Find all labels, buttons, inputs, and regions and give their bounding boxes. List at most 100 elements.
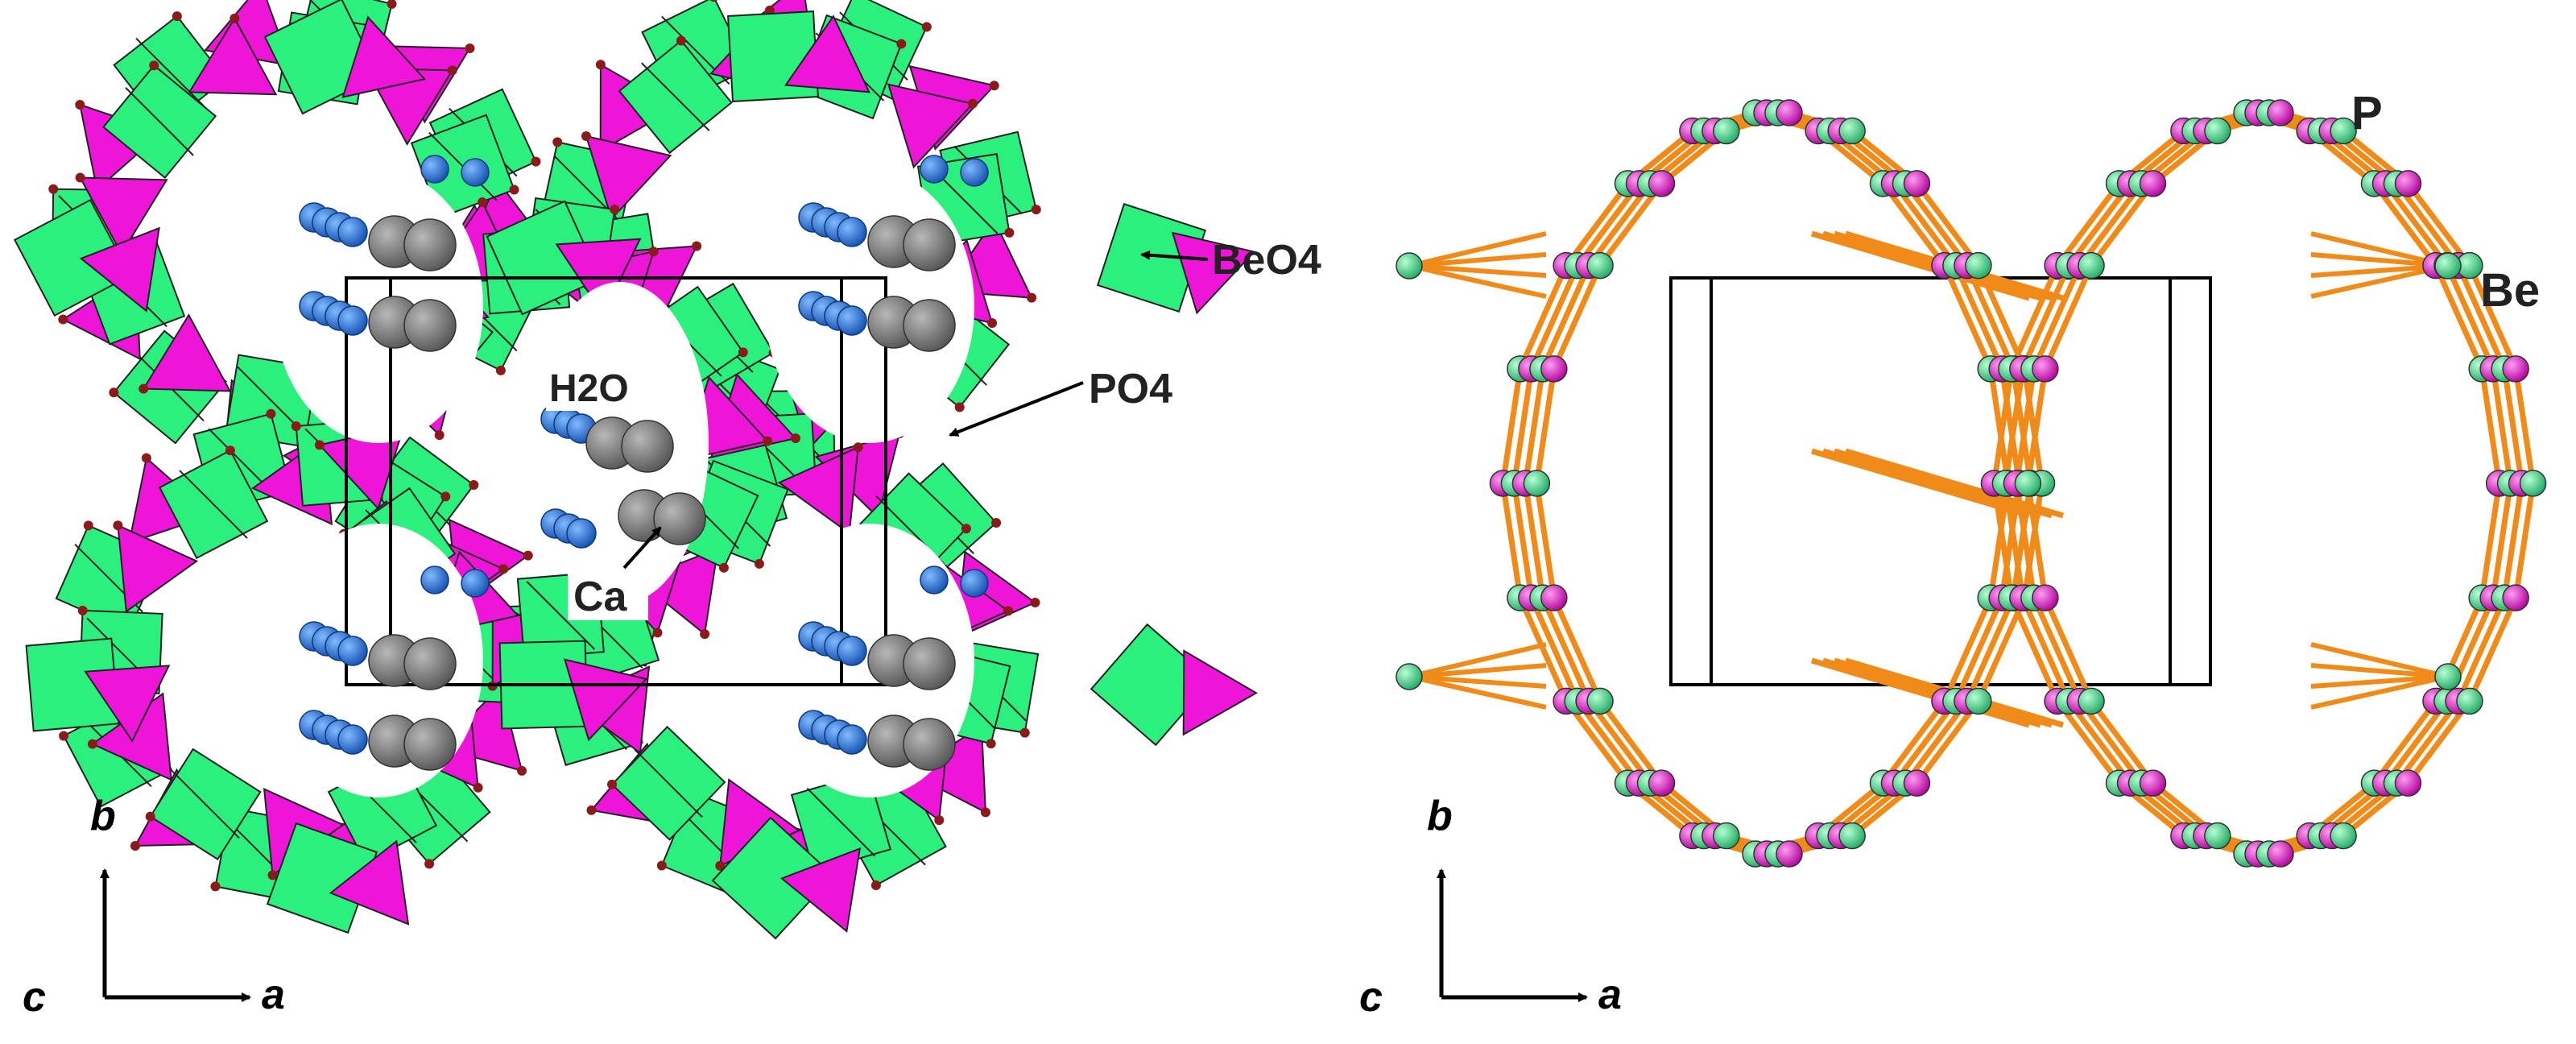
- tt-bond: [1914, 699, 1981, 785]
- tetrahedron-edge: [806, 787, 876, 857]
- axis-label-c: c: [23, 974, 46, 1021]
- tetrahedron-edge: [171, 769, 240, 839]
- tt-bond: [2008, 264, 2061, 371]
- oxygen-atom: [172, 11, 182, 22]
- tt-bond: [1845, 448, 2064, 519]
- framework-panel: P Be b a c: [1359, 87, 2547, 1021]
- p-atom: [1540, 355, 1568, 383]
- po4-tetrahedron: [84, 665, 171, 743]
- polyhedra-framework: [13, 0, 1259, 940]
- po4-tetrahedron: [1182, 649, 1259, 736]
- svg-text:Be: Be: [2480, 264, 2540, 317]
- water-molecule: [837, 636, 867, 666]
- be-atom: [1838, 822, 1866, 850]
- oxygen-atom: [495, 365, 506, 375]
- tt-bond: [2383, 181, 2450, 267]
- tt-bond: [2405, 699, 2472, 785]
- oxygen-atom: [610, 204, 620, 214]
- tt-bond: [2055, 181, 2122, 267]
- oxygen-atom: [763, 436, 773, 446]
- calcium-atom: [403, 637, 457, 690]
- calcium-atom: [903, 299, 956, 352]
- oxygen-atom: [424, 859, 435, 869]
- tt-bond: [1575, 181, 1642, 267]
- po4-label: PO4: [949, 366, 1172, 437]
- oxygen-atom: [718, 562, 729, 573]
- tt-bond: [1540, 264, 1592, 371]
- calcium-atom: [903, 637, 956, 690]
- oxygen-atom: [934, 815, 945, 826]
- be-atom: [1586, 687, 1614, 715]
- tt-bond: [1987, 368, 2012, 484]
- oxygen-atom: [434, 430, 444, 441]
- oxygen-atom: [59, 731, 69, 741]
- oxygen-atom: [314, 440, 325, 450]
- tt-bond: [2501, 368, 2525, 484]
- be-atom: [1965, 687, 1992, 715]
- oxygen-atom: [896, 39, 907, 49]
- tt-bond: [1511, 483, 1535, 599]
- tt-bond: [2310, 642, 2449, 679]
- oxygen-atom: [715, 860, 726, 871]
- p-atom: [1903, 769, 1931, 797]
- tt-bond: [1564, 181, 1631, 267]
- oxygen-atom: [870, 880, 881, 891]
- oxygen-atom: [141, 453, 151, 463]
- tt-bond: [2512, 483, 2537, 599]
- tt-bond: [2490, 483, 2514, 599]
- oxygen-atom: [1003, 606, 1014, 616]
- tt-bond: [1941, 264, 1994, 371]
- oxygen-atom: [1004, 227, 1015, 238]
- axis-label-b-right: b: [1427, 793, 1453, 839]
- tt-bond: [2383, 699, 2450, 785]
- be-atom: [1396, 252, 1423, 280]
- po4-tetrahedron: [887, 83, 974, 169]
- water-molecule: [337, 724, 368, 755]
- oxygen-atom: [509, 184, 519, 195]
- oxygen-atom: [586, 805, 597, 815]
- oxygen-atom: [229, 13, 240, 23]
- p-atom: [1776, 99, 1803, 126]
- tt-bond: [2310, 674, 2449, 689]
- oxygen-atom: [469, 479, 479, 490]
- oxygen-atom: [77, 605, 88, 615]
- oxygen-atom: [656, 860, 667, 871]
- tt-bond: [2020, 264, 2072, 371]
- tt-bond: [1517, 264, 1569, 371]
- oxygen-atom: [517, 765, 527, 776]
- oxygen-atom: [523, 550, 533, 561]
- po4-tetrahedron: [1171, 231, 1256, 315]
- p-atom: [1648, 170, 1676, 197]
- tt-bond: [1903, 699, 1970, 785]
- tt-bond: [2479, 483, 2503, 599]
- be-atom: [2519, 470, 2547, 497]
- tt-bond: [1511, 368, 1535, 484]
- svg-text:P: P: [2351, 87, 2383, 139]
- tt-bond: [1408, 642, 1547, 679]
- oxygen-atom: [581, 131, 591, 142]
- tt-bond: [2055, 699, 2122, 785]
- oxygen-atom: [210, 881, 221, 892]
- be-atom: [1838, 117, 1866, 145]
- p-atom: [1776, 840, 1803, 868]
- tt-bond: [1575, 699, 1642, 785]
- be-atom: [2014, 470, 2042, 497]
- tt-bond: [1533, 483, 1557, 599]
- p-atom: [2394, 769, 2422, 797]
- po4-tetrahedron: [117, 524, 199, 613]
- calcium-atom: [903, 218, 956, 271]
- po4-tetrahedron: [563, 658, 648, 742]
- oxygen-atom: [440, 491, 451, 502]
- tt-bond: [1999, 368, 2023, 484]
- oxygen-atom: [447, 65, 457, 76]
- tt-bond: [1499, 483, 1524, 599]
- t-t-bonds: [1408, 110, 2537, 857]
- p-atom: [2267, 840, 2294, 868]
- oxygen-atom: [1027, 292, 1037, 303]
- water-molecule: [337, 217, 368, 247]
- p-label: P: [2351, 87, 2383, 139]
- oxygen-atom: [921, 22, 932, 32]
- po4-tetrahedron: [341, 15, 427, 98]
- tt-bond: [2394, 181, 2461, 267]
- tt-bond: [2066, 181, 2133, 267]
